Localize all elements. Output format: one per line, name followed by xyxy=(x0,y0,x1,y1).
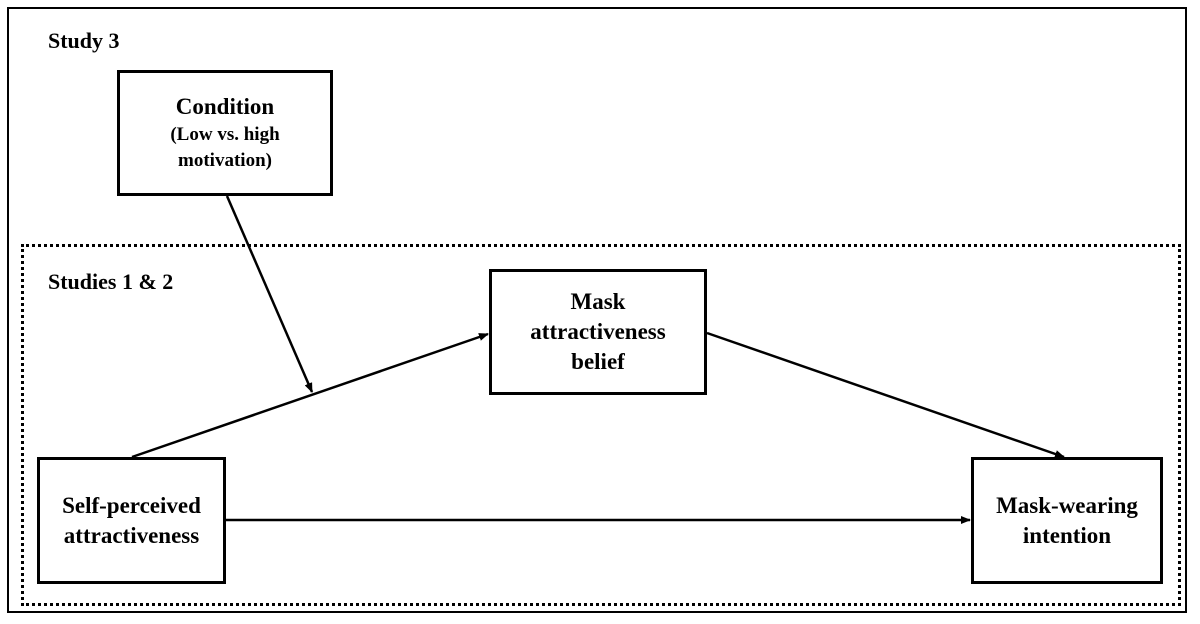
arrow-belief-to-intention xyxy=(706,331,1065,459)
arrow-condition-moderator xyxy=(225,195,314,393)
studies12-frame xyxy=(21,244,1181,606)
condition-sub-line2: motivation) xyxy=(178,150,272,171)
mask-belief-line1: Mask xyxy=(570,289,626,314)
condition-title: Condition xyxy=(175,94,275,119)
mask-belief-node: Mask attractiveness belief xyxy=(489,269,707,395)
self-perceived-line1: Self-perceived xyxy=(62,492,201,518)
study3-label: Study 3 xyxy=(48,28,120,53)
mask-wearing-line2: intention xyxy=(1022,522,1112,548)
self-perceived-line2: attractiveness xyxy=(63,522,200,548)
mask-wearing-node: Mask-wearing intention xyxy=(971,457,1163,584)
self-perceived-node: Self-perceived attractiveness xyxy=(37,457,226,584)
mask-belief-line2: attractiveness xyxy=(530,319,666,344)
studies12-label: Studies 1 & 2 xyxy=(48,269,174,294)
arrow-self-to-belief xyxy=(131,332,489,459)
condition-node: Condition (Low vs. high motivation) xyxy=(117,70,333,196)
condition-sub-line1: (Low vs. high xyxy=(170,124,280,145)
study3-frame xyxy=(7,7,1187,613)
mask-wearing-line1: Mask-wearing xyxy=(996,492,1138,518)
mask-belief-line3: belief xyxy=(571,349,625,374)
